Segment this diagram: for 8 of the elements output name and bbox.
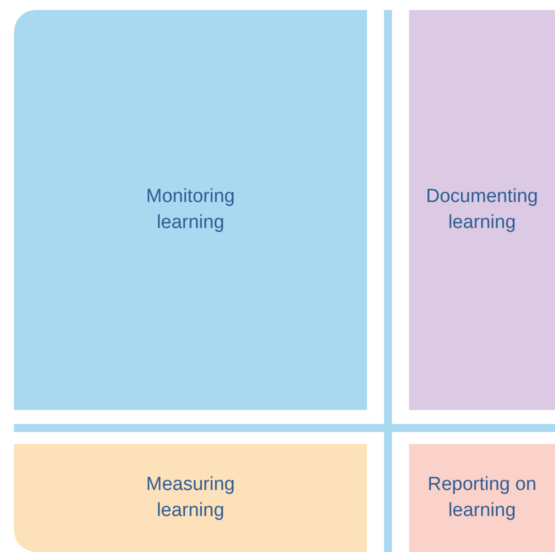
box-label: Monitoring learning	[145, 185, 236, 235]
category-box	[14, 10, 367, 410]
box-label: Reporting on learning	[426, 473, 538, 523]
box-label: Documenting learning	[425, 185, 539, 235]
category-box	[409, 10, 555, 410]
category-box	[14, 444, 367, 552]
box-label: Measuring learning	[145, 473, 236, 523]
category-box	[409, 444, 555, 552]
